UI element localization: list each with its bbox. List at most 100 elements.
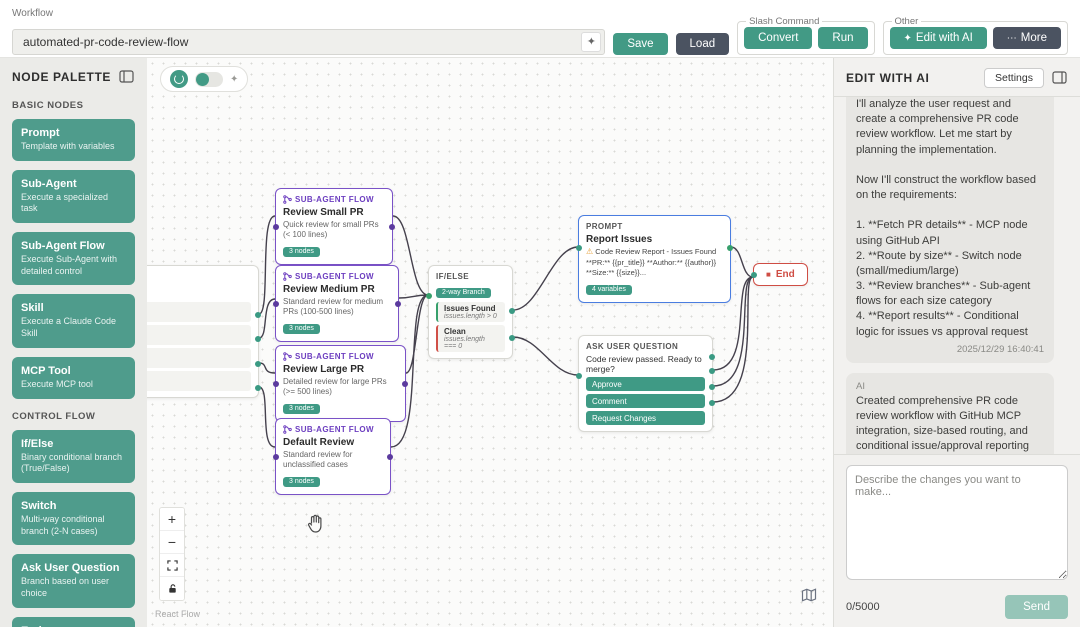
node-default-review[interactable]: SUB-AGENT FLOW Default Review Standard r…: [273, 418, 393, 495]
edit-with-ai-button[interactable]: ✦Edit with AI: [889, 27, 987, 49]
palette-item-prompt[interactable]: Prompt Template with variables: [12, 119, 135, 161]
handle-switch-out-small[interactable]: [255, 312, 261, 318]
ifelse-badge: 2-way Branch: [436, 287, 491, 298]
workflow-name-input[interactable]: [12, 29, 606, 55]
node-review-medium-pr[interactable]: SUB-AGENT FLOW Review Medium PR Standard…: [273, 265, 401, 342]
zoom-in-button[interactable]: +: [160, 508, 184, 531]
other-group: Other ✦Edit with AI ⋯More: [882, 16, 1068, 55]
handle-out-question[interactable]: [709, 354, 715, 360]
option-approve[interactable]: Approve: [586, 377, 705, 391]
palette-title: NODE PALETTE: [12, 70, 111, 84]
switch-case-medium: Medium 100 <= lines_changed < 500: [147, 325, 251, 345]
save-button[interactable]: Save: [613, 33, 668, 55]
minimap-toggle-icon[interactable]: [799, 587, 819, 605]
prompt-badge: 4 variables: [586, 284, 632, 295]
message-timestamp: 2025/12/29 16:40:41: [956, 343, 1044, 355]
sparkles-icon-button[interactable]: ✦: [581, 32, 602, 52]
question-text: Code review passed. Ready to merge?: [586, 354, 702, 374]
lock-button[interactable]: [160, 577, 184, 600]
switch-case-default: Default other cases: [147, 371, 251, 391]
handle-in[interactable]: [273, 453, 279, 460]
node-ask-user-question[interactable]: ASK USER QUESTION Code review passed. Re…: [576, 335, 715, 432]
handle-switch-out-default[interactable]: [255, 385, 261, 391]
handle-in[interactable]: [273, 223, 279, 230]
node-review-large-pr[interactable]: SUB-AGENT FLOW Review Large PR Detailed …: [273, 345, 408, 422]
workflow-name-wrap: ✦: [12, 29, 606, 55]
more-button[interactable]: ⋯More: [992, 27, 1061, 49]
node-end[interactable]: ■ End: [751, 263, 808, 286]
zoom-out-button[interactable]: −: [160, 531, 184, 554]
palette-item-if-else[interactable]: If/Else Binary conditional branch (True/…: [12, 429, 135, 483]
collapse-panel-icon[interactable]: [1052, 71, 1068, 85]
convert-button[interactable]: Convert: [744, 27, 813, 49]
run-button[interactable]: Run: [818, 27, 868, 49]
canvas-toolbar: ✦: [160, 66, 249, 92]
collapse-palette-icon[interactable]: [119, 70, 135, 84]
handle-out[interactable]: [402, 380, 408, 387]
handle-switch-out-medium[interactable]: [255, 336, 261, 342]
fit-view-button[interactable]: [160, 554, 184, 577]
handle-out[interactable]: [389, 223, 395, 230]
stop-square-icon: ■: [766, 269, 771, 279]
handle-out[interactable]: [727, 245, 733, 251]
branch-icon: [283, 425, 292, 434]
node-report-issues[interactable]: PROMPT Report Issues ⚠ Code Review Repor…: [576, 215, 733, 304]
ai-message: I'll analyze the user request and create…: [846, 97, 1054, 363]
node-review-small-pr[interactable]: SUB-AGENT FLOW Review Small PR Quick rev…: [273, 188, 395, 265]
edit-with-ai-panel: EDIT WITH AI Settings I'll analyze the u…: [833, 58, 1080, 627]
warning-icon: ⚠: [586, 247, 594, 256]
handle-in[interactable]: [576, 245, 582, 251]
palette-item-switch[interactable]: Switch Multi-way conditional branch (2-N…: [12, 491, 135, 546]
handle-out-approve[interactable]: [709, 368, 715, 374]
flow-canvas[interactable]: SWITCH Multi-way Branch (4 branches) Sma…: [147, 58, 833, 627]
handle-in[interactable]: [751, 271, 757, 278]
ai-prompt-input[interactable]: [846, 465, 1068, 580]
char-counter: 0/5000: [846, 601, 880, 613]
sparkles-icon[interactable]: ✦: [230, 73, 239, 85]
branch-icon: [283, 352, 292, 361]
mode-toggle[interactable]: [195, 71, 223, 87]
section-basic-nodes: BASIC NODES: [12, 100, 84, 111]
send-button[interactable]: Send: [1005, 595, 1068, 619]
node-palette: NODE PALETTE BASIC NODES Prompt Template…: [0, 58, 147, 627]
handle-in[interactable]: [576, 373, 582, 379]
ai-message: AI Created comprehensive PR code review …: [846, 372, 1054, 454]
palette-item-mcp-tool[interactable]: MCP Tool Execute MCP tool: [12, 356, 135, 399]
ifelse-branch-issues-found: Issues Found issues.length > 0: [436, 302, 505, 322]
handle-out[interactable]: [395, 300, 401, 307]
handle-out-true[interactable]: [509, 308, 515, 314]
message-sender: AI: [856, 380, 865, 392]
palette-item-sub-agent[interactable]: Sub-Agent Execute a specialized task: [12, 169, 135, 224]
palette-item-sub-agent-flow[interactable]: Sub-Agent Flow Execute Sub-Agent with de…: [12, 232, 135, 286]
palette-item-skill[interactable]: Skill Execute a Claude Code Skill: [12, 294, 135, 348]
palette-item-ask-user-question[interactable]: Ask User Question Branch based on user c…: [12, 554, 135, 608]
handle-out-false[interactable]: [509, 335, 515, 341]
workflow-label: Workflow: [12, 8, 53, 19]
handle-in[interactable]: [426, 293, 432, 299]
option-comment[interactable]: Comment: [586, 394, 705, 408]
handle-in[interactable]: [273, 300, 279, 307]
handle-out[interactable]: [387, 453, 393, 460]
branch-icon: [283, 195, 292, 204]
ifelse-branch-clean: Clean issues.length === 0: [436, 325, 505, 352]
ai-message-list[interactable]: I'll analyze the user request and create…: [834, 97, 1080, 454]
more-dots-icon: ⋯: [1006, 33, 1017, 44]
hand-cursor-icon: [307, 514, 325, 539]
palette-item-end[interactable]: End Workflow termination point: [12, 616, 135, 627]
handle-in[interactable]: [273, 380, 279, 387]
ai-panel-title: EDIT WITH AI: [846, 71, 930, 85]
handle-out-request-changes[interactable]: [709, 400, 715, 406]
react-flow-attribution: React Flow: [155, 609, 201, 619]
handle-switch-out-large[interactable]: [255, 361, 261, 367]
topbar: Workflow ✦ Save Load Slash Command Conve…: [0, 0, 1080, 58]
speed-mode-button[interactable]: [170, 70, 188, 88]
option-request-changes[interactable]: Request Changes: [586, 411, 705, 425]
node-switch[interactable]: SWITCH Multi-way Branch (4 branches) Sma…: [147, 265, 261, 398]
load-button[interactable]: Load: [675, 33, 730, 55]
node-if-else[interactable]: IF/ELSE 2-way Branch Issues Found issues…: [426, 265, 515, 359]
section-control-flow: CONTROL FLOW: [12, 410, 96, 422]
settings-button[interactable]: Settings: [984, 68, 1044, 88]
handle-out-comment[interactable]: [709, 384, 715, 390]
branch-icon: [283, 272, 292, 281]
